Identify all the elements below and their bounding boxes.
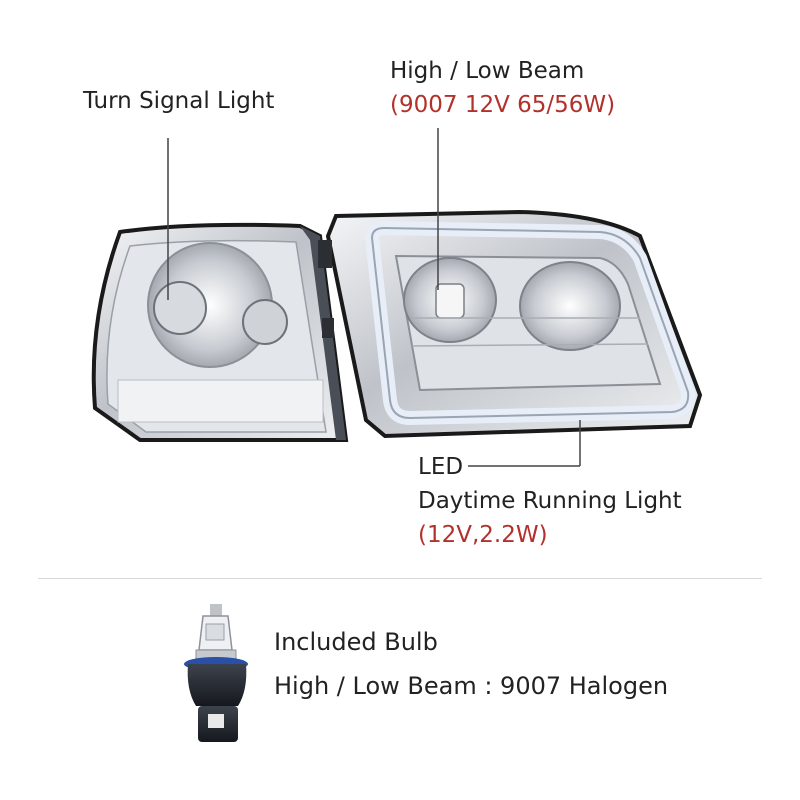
callout-lines xyxy=(167,128,581,467)
main-headlight xyxy=(318,209,703,439)
led-label: LED xyxy=(418,454,464,480)
turn-signal-label: Turn Signal Light xyxy=(83,88,275,114)
drl-spec: (12V,2.2W) xyxy=(418,522,548,548)
included-bulb-detail: High / Low Beam : 9007 Halogen xyxy=(274,672,669,700)
halogen-bulb-image xyxy=(184,604,248,742)
drl-label: Daytime Running Light xyxy=(418,488,682,514)
section-divider xyxy=(38,578,762,579)
included-bulb-title: Included Bulb xyxy=(274,628,438,656)
high-low-beam-spec: (9007 12V 65/56W) xyxy=(390,92,616,118)
high-low-beam-label: High / Low Beam xyxy=(390,58,585,84)
turn-signal-lamp xyxy=(91,222,349,442)
